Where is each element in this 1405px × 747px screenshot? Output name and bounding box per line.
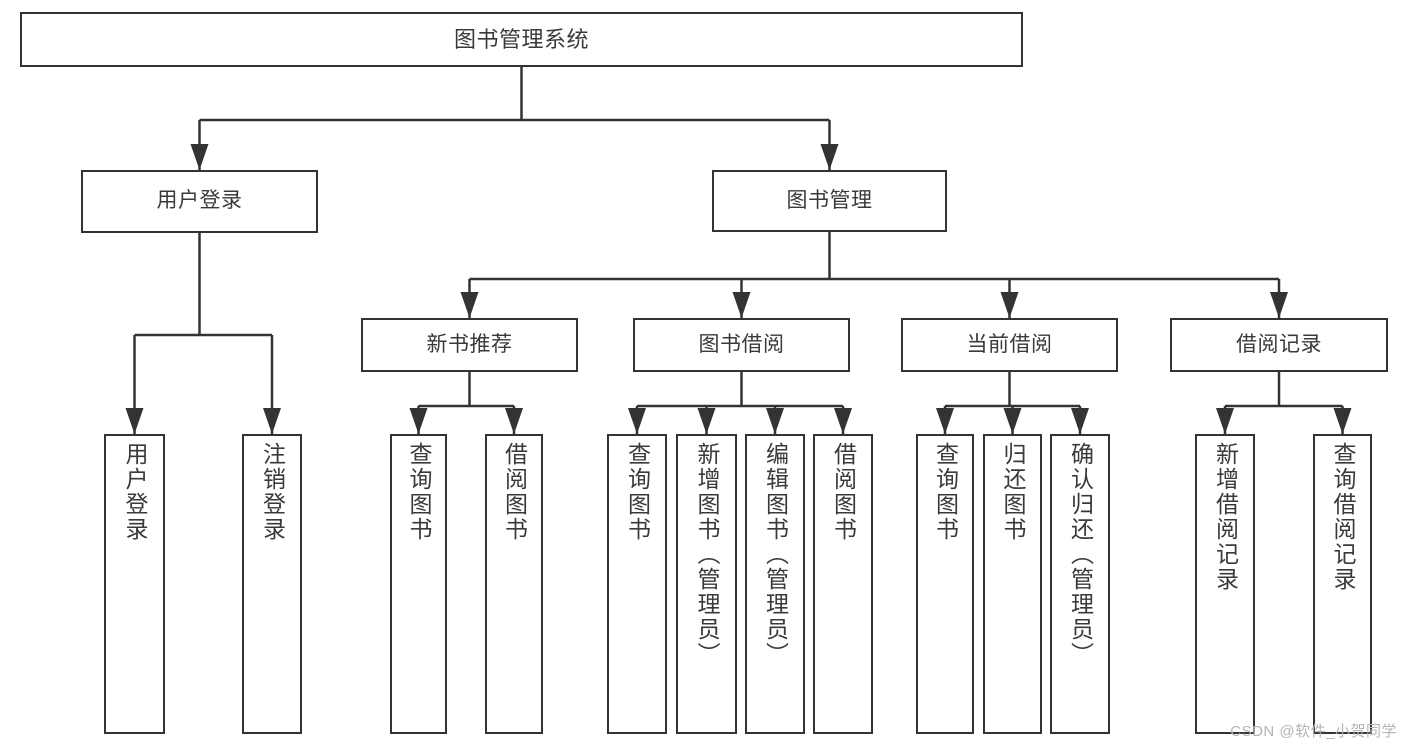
node-label: 借阅图书 (501, 442, 528, 542)
arrow-head-icon (766, 408, 784, 434)
node-leaf-confirm-return[interactable]: 确认归还（管理员） (1050, 434, 1110, 734)
arrow-head-icon (1216, 408, 1234, 434)
arrow-head-icon (697, 408, 716, 434)
node-leaf-borrow-book-2[interactable]: 借阅图书 (813, 434, 873, 734)
arrow-head-icon (263, 408, 281, 434)
node-user-login[interactable]: 用户登录 (81, 170, 318, 233)
node-label: 查询图书 (932, 442, 959, 542)
node-new-book-recommend[interactable]: 新书推荐 (361, 318, 578, 372)
node-label: 新增图书（管理员） (694, 442, 720, 667)
node-label: 借阅图书 (830, 442, 857, 542)
node-label: 图书管理 (786, 188, 873, 212)
node-label: 归还图书 (1000, 442, 1026, 542)
node-book-borrow[interactable]: 图书借阅 (633, 318, 850, 372)
node-label: 借阅记录 (1236, 332, 1322, 356)
node-label: 新书推荐 (426, 332, 513, 356)
node-leaf-user-login[interactable]: 用户登录 (104, 434, 165, 734)
node-label: 图书管理系统 (453, 26, 589, 52)
node-label: 注销登录 (259, 442, 286, 542)
arrow-head-icon (460, 292, 479, 318)
node-leaf-return-book[interactable]: 归还图书 (983, 434, 1042, 734)
node-label: 确认归还（管理员） (1067, 442, 1094, 667)
arrow-head-icon (834, 408, 852, 434)
arrow-head-icon (820, 144, 839, 170)
node-leaf-add-record[interactable]: 新增借阅记录 (1195, 434, 1255, 734)
arrow-head-icon (1071, 408, 1089, 434)
node-label: 图书借阅 (698, 332, 785, 356)
arrow-head-icon (505, 408, 523, 434)
node-leaf-add-book[interactable]: 新增图书（管理员） (676, 434, 737, 734)
node-label: 编辑图书（管理员） (762, 442, 789, 667)
arrow-head-icon (628, 408, 646, 434)
node-borrow-record[interactable]: 借阅记录 (1170, 318, 1388, 372)
arrow-head-icon (1333, 408, 1352, 434)
node-label: 用户登录 (122, 442, 148, 542)
node-leaf-query-record[interactable]: 查询借阅记录 (1313, 434, 1372, 734)
node-leaf-query-book-2[interactable]: 查询图书 (607, 434, 667, 734)
node-leaf-query-book-3[interactable]: 查询图书 (916, 434, 974, 734)
arrow-head-icon (125, 408, 144, 434)
arrow-head-icon (936, 408, 954, 434)
arrow-head-icon (1000, 292, 1019, 318)
arrow-head-icon (190, 144, 209, 170)
node-label: 用户登录 (156, 189, 243, 213)
node-leaf-logout[interactable]: 注销登录 (242, 434, 302, 734)
node-current-borrow[interactable]: 当前借阅 (901, 318, 1118, 372)
node-label: 查询图书 (406, 442, 432, 542)
arrow-head-icon (732, 292, 751, 318)
node-label: 新增借阅记录 (1212, 442, 1239, 592)
node-leaf-borrow-book-1[interactable]: 借阅图书 (485, 434, 543, 734)
node-label: 查询图书 (624, 442, 651, 542)
arrow-head-icon (409, 408, 428, 434)
arrow-head-icon (1270, 292, 1288, 318)
node-leaf-query-book-1[interactable]: 查询图书 (390, 434, 447, 734)
node-root-system[interactable]: 图书管理系统 (20, 12, 1023, 67)
node-book-manage[interactable]: 图书管理 (712, 170, 947, 232)
arrow-head-icon (1003, 408, 1022, 434)
node-label: 查询借阅记录 (1330, 442, 1356, 592)
node-label: 当前借阅 (966, 332, 1053, 356)
node-leaf-edit-book[interactable]: 编辑图书（管理员） (745, 434, 805, 734)
